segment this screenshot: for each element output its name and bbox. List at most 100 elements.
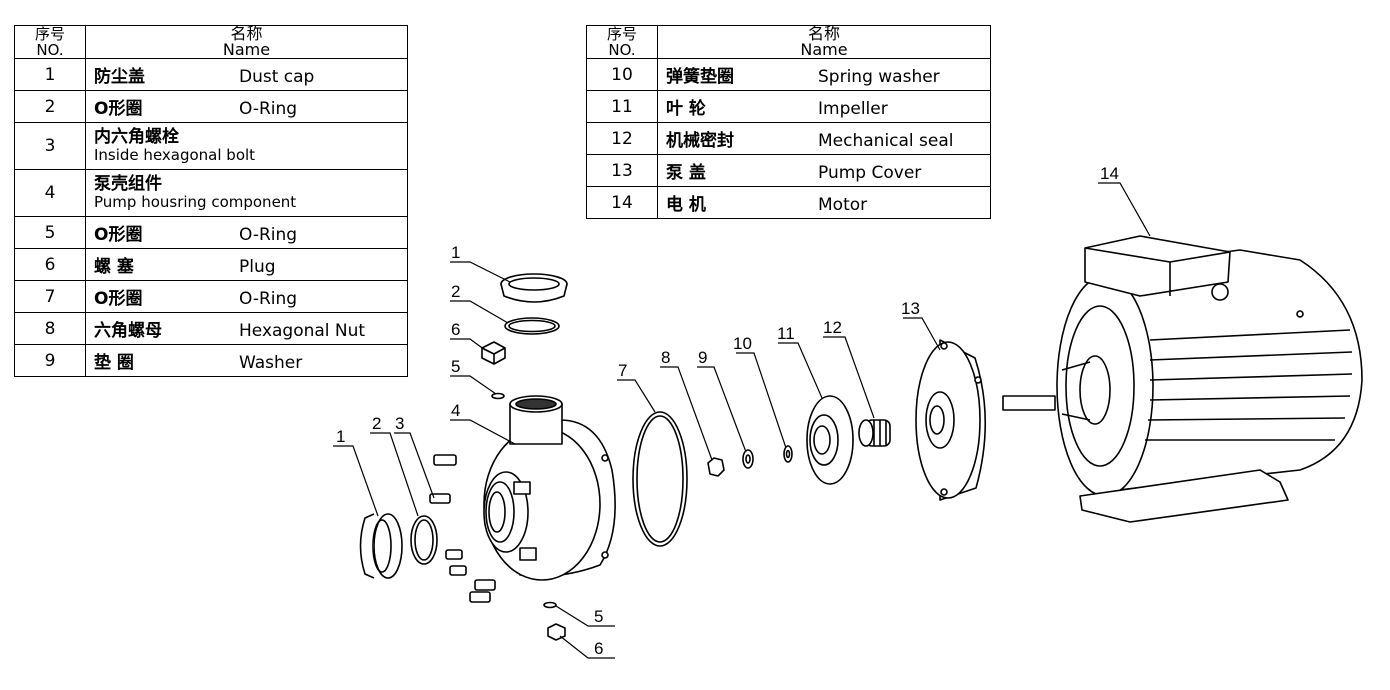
- header-no: 序号 NO.: [14, 25, 86, 59]
- part-name-cn: 机械密封: [666, 131, 734, 151]
- header-name-cn: 名称: [807, 24, 840, 43]
- part-name-cn: O形圈: [94, 99, 143, 119]
- header-name: 名称 Name: [657, 24, 991, 59]
- part-name-cn: 防尘盖: [94, 67, 145, 87]
- small-o-ring-bottom: [543, 601, 557, 609]
- part-name-en: Spring washer: [818, 67, 940, 87]
- part-name-cn: 泵 盖: [666, 163, 706, 183]
- part-no: 2: [14, 90, 86, 123]
- plug-top: [481, 341, 506, 365]
- callout-10: 10: [733, 334, 752, 353]
- callout-6-bottom: 6: [594, 639, 603, 658]
- part-name-en: Pump Cover: [818, 163, 922, 183]
- table-row: 14 电 机 Motor: [586, 186, 991, 219]
- table-header: 序号 NO. 名称 Name: [586, 24, 991, 59]
- part-no: 7: [14, 280, 86, 313]
- part-name-cn: 六角螺母: [94, 321, 162, 341]
- header-no-cn: 序号: [606, 25, 637, 43]
- part-name: O形圈 O-Ring: [85, 90, 408, 123]
- part-name-en: Motor: [818, 195, 868, 215]
- part-name-en: Mechanical seal: [818, 131, 954, 151]
- header-no-en: NO.: [36, 41, 64, 59]
- callout-6-top: 6: [451, 320, 460, 339]
- o-ring-left: [410, 515, 438, 565]
- callout-2-top: 2: [451, 282, 460, 301]
- table-row: 1 防尘盖 Dust cap: [14, 58, 408, 91]
- callout-3: 3: [395, 414, 404, 433]
- part-name-cn: 叶 轮: [666, 99, 706, 119]
- callout-5-bottom: 5: [594, 607, 603, 626]
- callout-14: 14: [1100, 164, 1119, 183]
- table-header: 序号 NO. 名称 Name: [14, 24, 408, 59]
- pump-housing: [483, 395, 616, 581]
- header-no: 序号 NO.: [586, 25, 658, 59]
- mechanical-seal: [858, 419, 891, 447]
- large-o-ring: [632, 411, 688, 547]
- callout-7: 7: [618, 361, 627, 380]
- motor: [1002, 235, 1363, 523]
- part-name: 六角螺母 Hexagonal Nut: [85, 312, 408, 345]
- part-name: 电 机 Motor: [657, 186, 991, 219]
- part-name-en: Hexagonal Nut: [239, 321, 366, 341]
- header-no-en: NO.: [608, 41, 636, 59]
- washer: [742, 449, 754, 469]
- dust-cap-top: [500, 273, 568, 303]
- hex-nut: [707, 457, 725, 477]
- spring-washer: [783, 445, 793, 463]
- part-name: 防尘盖 Dust cap: [85, 58, 408, 91]
- hex-bolts: [429, 454, 496, 603]
- o-ring-top: [504, 317, 560, 335]
- part-name-en: Washer: [239, 353, 303, 373]
- callout-11: 11: [777, 324, 795, 343]
- impeller: [806, 395, 854, 485]
- part-name-cn: O形圈: [94, 289, 143, 309]
- part-name-cn: 螺 塞: [94, 257, 134, 277]
- header-name: 名称 Name: [85, 24, 408, 59]
- header-name-en: Name: [222, 40, 271, 59]
- part-name: 机械密封 Mechanical seal: [657, 122, 991, 155]
- part-name-en: Pump housring component: [94, 193, 297, 211]
- part-no: 3: [14, 122, 86, 170]
- dust-cap-left: [359, 513, 403, 579]
- table-row: 8 六角螺母 Hexagonal Nut: [14, 312, 408, 345]
- parts-table-left: 序号 NO. 名称 Name 1 防尘盖 Dust cap 2 O形圈 O-Ring…: [14, 25, 408, 377]
- leader-lines: [333, 182, 1151, 659]
- part-no: 8: [14, 312, 86, 345]
- callout-1-left: 1: [336, 427, 345, 446]
- part-name-en: Plug: [239, 257, 276, 277]
- part-name: 螺 塞 Plug: [85, 248, 408, 281]
- callout-13: 13: [901, 299, 920, 318]
- callout-8: 8: [661, 348, 670, 367]
- header-no-cn: 序号: [34, 25, 65, 43]
- small-o-ring-top: [491, 392, 505, 400]
- part-name-en: O-Ring: [239, 289, 298, 309]
- part-name-cn: 电 机: [666, 195, 706, 215]
- part-name-en: Impeller: [818, 99, 888, 119]
- part-no: 1: [14, 58, 86, 91]
- part-name-cn: O形圈: [94, 225, 143, 245]
- part-name-en: Dust cap: [239, 67, 315, 87]
- part-name-en: O-Ring: [239, 99, 298, 119]
- pump-cover: [915, 339, 987, 501]
- part-name-en: Inside hexagonal bolt: [94, 146, 256, 164]
- part-no: 14: [586, 186, 658, 219]
- header-name-cn: 名称: [230, 24, 263, 43]
- table-row: 2 O形圈 O-Ring: [14, 90, 408, 123]
- callout-1-top: 1: [451, 243, 460, 262]
- callout-12: 12: [823, 318, 842, 337]
- part-name-cn: 泵壳组件: [94, 174, 162, 194]
- header-name-en: Name: [800, 40, 848, 59]
